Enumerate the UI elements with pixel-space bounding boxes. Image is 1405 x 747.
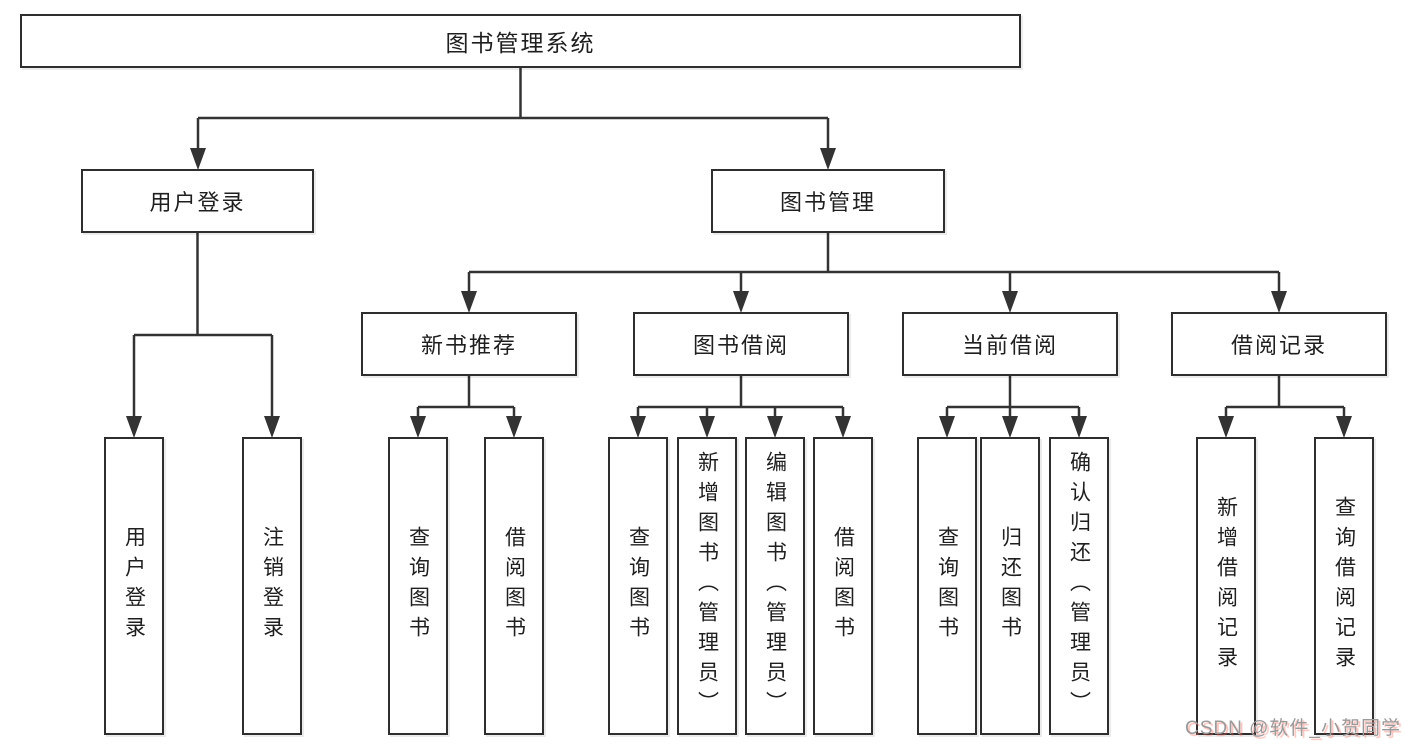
leaf-borrow-books: 借阅图书 bbox=[813, 437, 873, 735]
leaf-add-borrow-record: 新增借阅记录 bbox=[1196, 437, 1256, 735]
node-book-borrow: 图书借阅 bbox=[633, 312, 849, 376]
leaf-add-books-admin-label: 新增图书（管理员） bbox=[695, 451, 719, 721]
node-borrow-records-label: 借阅记录 bbox=[1230, 333, 1327, 358]
leaf-return-books: 归还图书 bbox=[980, 437, 1040, 735]
leaf-query-books-recommend: 查询图书 bbox=[388, 437, 448, 735]
leaf-query-books-borrow-label: 查询图书 bbox=[626, 526, 650, 646]
node-book-management: 图书管理 bbox=[711, 169, 945, 233]
leaf-user-login-label: 用户登录 bbox=[122, 526, 146, 646]
leaf-confirm-return-admin: 确认归还（管理员） bbox=[1049, 437, 1109, 735]
node-user-login-label: 用户登录 bbox=[149, 190, 246, 215]
node-book-management-label: 图书管理 bbox=[779, 190, 876, 215]
tree-edges bbox=[132, 68, 1346, 420]
leaf-add-borrow-record-label: 新增借阅记录 bbox=[1214, 496, 1238, 676]
node-new-book-recommend: 新书推荐 bbox=[361, 312, 577, 376]
leaf-borrow-books-recommend-label: 借阅图书 bbox=[502, 526, 526, 646]
leaf-confirm-return-admin-label: 确认归还（管理员） bbox=[1067, 451, 1091, 721]
node-current-borrow: 当前借阅 bbox=[902, 312, 1118, 376]
leaf-edit-books-admin-label: 编辑图书（管理员） bbox=[763, 451, 787, 721]
leaf-query-books-current-label: 查询图书 bbox=[935, 526, 959, 646]
node-new-book-recommend-label: 新书推荐 bbox=[420, 333, 517, 358]
leaf-query-books-borrow: 查询图书 bbox=[608, 437, 668, 735]
node-root-label: 图书管理系统 bbox=[445, 30, 596, 56]
leaf-user-login: 用户登录 bbox=[104, 437, 164, 735]
leaf-borrow-books-recommend: 借阅图书 bbox=[484, 437, 544, 735]
node-user-login: 用户登录 bbox=[81, 169, 314, 233]
node-book-borrow-label: 图书借阅 bbox=[692, 333, 789, 358]
leaf-query-books-recommend-label: 查询图书 bbox=[406, 526, 430, 646]
leaf-return-books-label: 归还图书 bbox=[998, 526, 1022, 646]
watermark: CSDN @软件_小贺同学 bbox=[1185, 718, 1401, 739]
arrowheads bbox=[126, 148, 1352, 438]
leaf-logout-label: 注销登录 bbox=[260, 526, 284, 646]
leaf-add-books-admin: 新增图书（管理员） bbox=[677, 437, 737, 735]
leaf-logout: 注销登录 bbox=[242, 437, 302, 735]
node-current-borrow-label: 当前借阅 bbox=[961, 333, 1058, 358]
leaf-borrow-books-label: 借阅图书 bbox=[831, 526, 855, 646]
leaf-query-borrow-record: 查询借阅记录 bbox=[1314, 437, 1374, 735]
leaf-edit-books-admin: 编辑图书（管理员） bbox=[745, 437, 805, 735]
leaf-query-books-current: 查询图书 bbox=[917, 437, 977, 735]
node-root: 图书管理系统 bbox=[20, 14, 1021, 68]
node-borrow-records: 借阅记录 bbox=[1171, 312, 1387, 376]
leaf-query-borrow-record-label: 查询借阅记录 bbox=[1332, 496, 1356, 676]
